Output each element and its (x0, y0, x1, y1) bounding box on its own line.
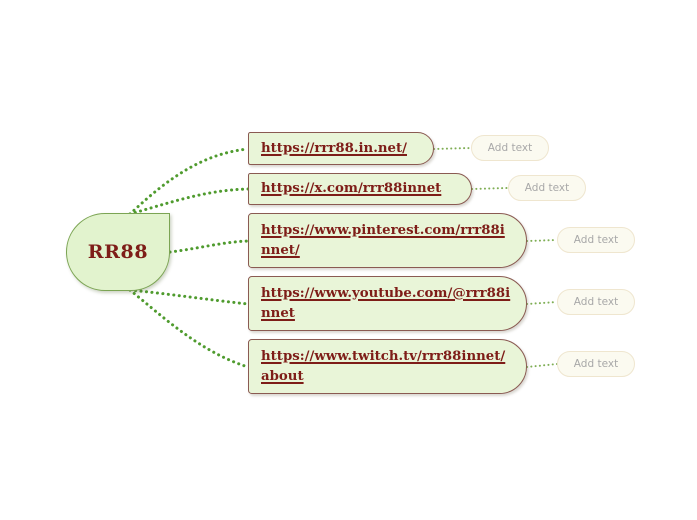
link-node-3[interactable]: https://www.pinterest.com/rrr88innet/ (248, 213, 527, 268)
root-node[interactable]: RR88 (66, 213, 170, 291)
add-text-label: Add text (487, 141, 533, 154)
add-text-node-5[interactable]: Add text (557, 351, 635, 377)
link-node-4[interactable]: https://www.youtube.com/@rrr88innet (248, 276, 527, 331)
link-node-2[interactable]: https://x.com/rrr88innet (248, 173, 472, 205)
link-node-label: https://www.pinterest.com/rrr88innet/ (261, 222, 505, 258)
add-text-label: Add text (524, 181, 570, 194)
add-text-node-3[interactable]: Add text (557, 227, 635, 253)
link-node-label: https://www.youtube.com/@rrr88innet (261, 285, 511, 321)
add-text-node-1[interactable]: Add text (471, 135, 549, 161)
connector-branch-4-to-placeholder (526, 301, 558, 305)
add-text-label: Add text (573, 295, 619, 308)
add-text-label: Add text (573, 233, 619, 246)
connector-branch-2-to-placeholder (471, 187, 509, 190)
connector-branch-3-to-placeholder (526, 239, 558, 242)
add-text-label: Add text (573, 357, 619, 370)
connector-root-to-branch-5 (128, 288, 250, 369)
connector-branch-1-to-placeholder (433, 147, 472, 150)
connector-root-to-branch-2 (128, 187, 250, 216)
connector-branch-5-to-placeholder (526, 363, 558, 368)
link-node-label: https://x.com/rrr88innet (261, 181, 442, 196)
link-node-label: https://www.twitch.tv/rrr88innet/about (261, 348, 506, 384)
link-node-1[interactable]: https://rrr88.in.net/ (248, 132, 434, 165)
connector-root-to-branch-4 (128, 288, 250, 306)
link-node-label: https://rrr88.in.net/ (261, 140, 407, 156)
add-text-node-4[interactable]: Add text (557, 289, 635, 315)
add-text-node-2[interactable]: Add text (508, 175, 586, 201)
connector-root-to-branch-1 (128, 147, 250, 216)
link-node-5[interactable]: https://www.twitch.tv/rrr88innet/about (248, 339, 527, 394)
connector-root-to-branch-3 (168, 239, 250, 254)
root-node-label: RR88 (87, 240, 149, 263)
